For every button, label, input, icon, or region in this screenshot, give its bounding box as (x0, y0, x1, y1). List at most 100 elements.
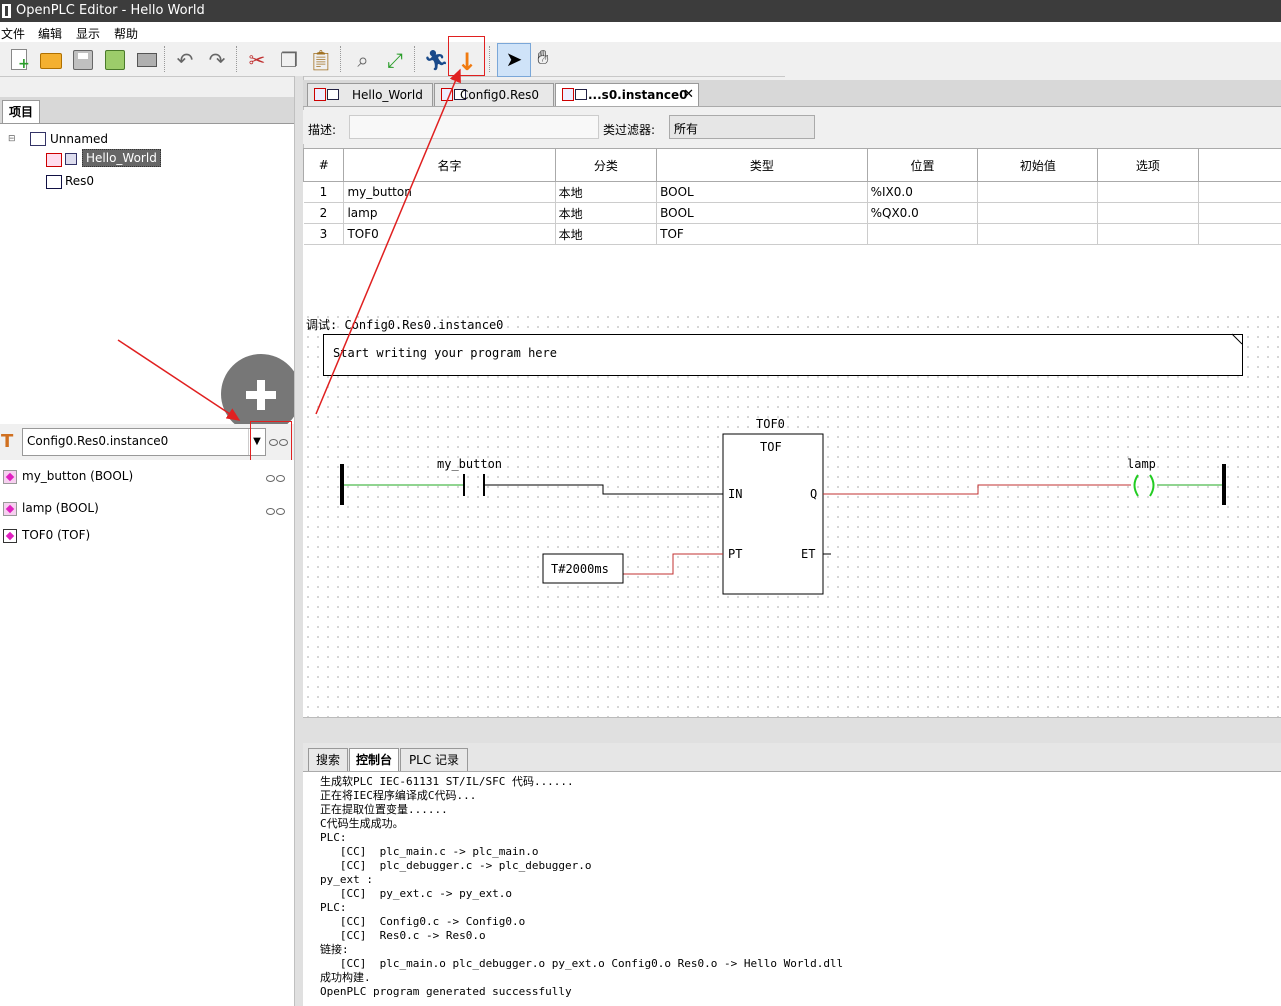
resource-tab-icon (441, 88, 466, 101)
console-output[interactable]: 生成软PLC IEC-61131 ST/IL/SFC 代码...... 正在将I… (303, 772, 1281, 1006)
contact-my-button[interactable] (463, 474, 485, 496)
pointer-tool-button[interactable]: ➤ (497, 43, 531, 77)
var-item[interactable]: my_button (BOOL) (0, 465, 294, 489)
debug-watch-glasses-icon[interactable] (268, 437, 290, 447)
download-button[interactable]: ↓ (454, 46, 480, 76)
app-icon (2, 4, 11, 18)
cell[interactable]: BOOL (656, 181, 868, 203)
cell[interactable]: TOF0 (343, 223, 556, 245)
horizontal-splitter[interactable] (303, 717, 1281, 744)
find-button[interactable]: ⌕ (350, 46, 376, 72)
redo-button[interactable]: ↷ (204, 46, 230, 72)
instance-combobox[interactable]: Config0.Res0.instance0 ▼ (22, 428, 266, 456)
tree-resource-res0[interactable]: Res0 (65, 174, 95, 188)
block-instance-label: TOF0 (756, 417, 785, 431)
cell[interactable]: lamp (343, 202, 556, 224)
cell[interactable]: my_button (343, 181, 556, 203)
table-row[interactable]: 2 lamp 本地 BOOL %QX0.0 (303, 202, 1281, 224)
fullscreen-button[interactable]: ⤢ (382, 46, 408, 72)
cell[interactable] (1097, 202, 1199, 224)
tree-root[interactable]: Unnamed (50, 132, 109, 146)
cell[interactable] (977, 202, 1099, 224)
wire-contact-to-in[interactable] (485, 484, 723, 495)
cell[interactable]: %IX0.0 (867, 181, 979, 203)
cell[interactable]: 本地 (555, 181, 658, 203)
undo-button[interactable]: ↶ (172, 46, 198, 72)
tree-program-hello-world[interactable]: Hello_World (82, 149, 161, 167)
variable-table: # 名字 分类 类型 位置 初始值 选项 1 my_button 本地 BOOL… (302, 148, 1281, 312)
paste-button[interactable]: 📋︎ (308, 46, 334, 72)
ladder-icon (65, 153, 77, 165)
cell[interactable] (1097, 181, 1199, 203)
col-header[interactable]: 名字 (343, 148, 556, 182)
watch-glasses-icon[interactable] (265, 506, 287, 516)
cell[interactable]: 本地 (555, 223, 658, 245)
col-header[interactable]: 位置 (866, 148, 979, 182)
table-row[interactable]: 3 TOF0 本地 TOF (303, 223, 1281, 245)
cell[interactable]: 2 (303, 202, 345, 224)
cell[interactable]: TOF (656, 223, 868, 245)
var-label: lamp (BOOL) (22, 501, 99, 515)
cell[interactable] (977, 223, 1099, 245)
cell[interactable]: 本地 (555, 202, 658, 224)
program-tab-icon (314, 88, 340, 101)
var-item[interactable]: lamp (BOOL) (0, 497, 294, 521)
save-as-button[interactable] (101, 46, 127, 72)
print-button[interactable] (133, 46, 159, 72)
tab-project[interactable]: 项目 (2, 100, 40, 123)
ladder-diagram-canvas[interactable]: 调试: Config0.Res0.instance0 Start writing… (303, 312, 1281, 717)
undo-icon: ↶ (176, 48, 194, 72)
coil-lamp[interactable] (1133, 474, 1155, 497)
cell[interactable]: 3 (303, 223, 345, 245)
open-button[interactable] (37, 46, 63, 72)
cell[interactable] (977, 181, 1099, 203)
col-header[interactable]: 选项 (1097, 148, 1199, 182)
description-label: 描述: (308, 123, 337, 137)
title-bar: OpenPLC Editor - Hello World (0, 0, 1281, 22)
tof-block[interactable] (722, 433, 824, 595)
tree-collapse-icon[interactable]: ⊟ (8, 134, 16, 144)
cut-button[interactable]: ✂ (244, 46, 270, 72)
table-row[interactable]: 1 my_button 本地 BOOL %IX0.0 (303, 181, 1281, 203)
cell[interactable] (1097, 223, 1199, 245)
variable-icon (3, 502, 17, 516)
var-label: TOF0 (TOF) (22, 528, 91, 542)
menu-edit[interactable]: 编辑 (38, 27, 63, 41)
col-header[interactable]: 类型 (656, 148, 868, 182)
save-button[interactable] (69, 46, 95, 72)
cell[interactable] (867, 223, 979, 245)
tab-instance0[interactable]: ...s0.instance0 ✕ (555, 83, 699, 106)
copy-button[interactable]: ❐ (276, 46, 302, 72)
close-icon[interactable]: ✕ (683, 87, 694, 102)
save-icon (73, 50, 93, 70)
constant-block[interactable] (542, 553, 624, 584)
menu-view[interactable]: 显示 (76, 27, 101, 41)
toolbar-separator (236, 46, 238, 72)
watch-glasses-icon[interactable] (265, 473, 287, 483)
menu-help[interactable]: 帮助 (114, 27, 139, 41)
cell[interactable]: BOOL (656, 202, 868, 224)
col-header[interactable]: # (302, 148, 345, 182)
tab-plc-log[interactable]: PLC 记录 (400, 748, 468, 771)
pin-et-label: ET (801, 547, 816, 561)
class-filter-combobox[interactable]: 所有 ⌵ (669, 115, 815, 139)
col-header[interactable]: 初始值 (977, 148, 1099, 182)
description-input[interactable] (349, 115, 599, 139)
tab-console[interactable]: 控制台 (349, 748, 399, 771)
new-file-button[interactable] (5, 46, 31, 72)
tab-search[interactable]: 搜索 (308, 748, 348, 771)
comment-fold (1231, 333, 1243, 345)
menu-file[interactable]: 文件 (1, 27, 26, 41)
console-text: 生成软PLC IEC-61131 ST/IL/SFC 代码...... 正在将I… (320, 775, 844, 998)
hand-tool-button[interactable]: ✋︎ (530, 43, 560, 75)
tab-config0-res0[interactable]: Config0.Res0 (434, 83, 554, 106)
chevron-down-icon: ▼ (248, 429, 265, 455)
wire-q-to-coil[interactable] (823, 484, 1131, 495)
wire-constant-to-pt[interactable] (623, 553, 723, 575)
cell[interactable]: %QX0.0 (867, 202, 979, 224)
cell[interactable]: 1 (303, 181, 345, 203)
var-item[interactable]: TOF0 (TOF) (0, 524, 294, 548)
run-button[interactable]: 🏃︎ (423, 46, 449, 72)
tab-hello-world[interactable]: Hello_World (307, 83, 433, 106)
col-header[interactable]: 分类 (554, 148, 658, 182)
